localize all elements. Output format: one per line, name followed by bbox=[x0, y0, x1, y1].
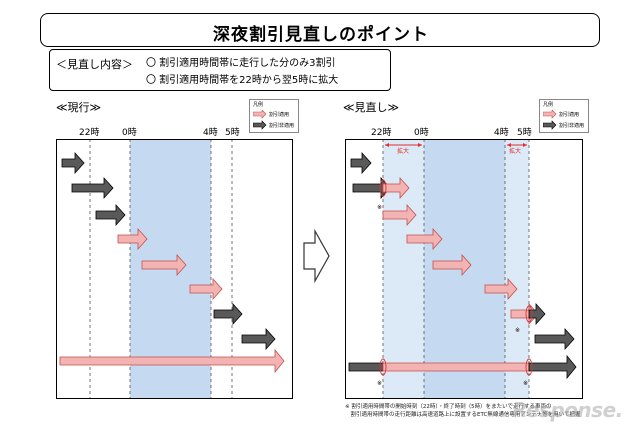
current-diagram bbox=[56, 139, 293, 399]
legend-gray-arrow-icon bbox=[253, 120, 267, 130]
time-label-0: 0時 bbox=[122, 128, 137, 138]
time-label-22: 22時 bbox=[79, 128, 100, 138]
gray-arrow-icon bbox=[528, 302, 546, 326]
expansion-indicator-head bbox=[418, 143, 422, 147]
boundary-marker bbox=[525, 358, 533, 376]
expansion-indicator-head bbox=[523, 143, 527, 147]
legend-item: 割引適用 bbox=[269, 112, 290, 118]
boundary-marker bbox=[525, 305, 533, 323]
asterisk-mark: ※ bbox=[523, 380, 528, 387]
legend-title: 凡例 bbox=[543, 102, 554, 108]
pink-arrow-icon bbox=[189, 277, 223, 301]
pink-arrow-icon bbox=[141, 253, 187, 277]
legend-gray-arrow-icon bbox=[543, 120, 557, 130]
gray-arrow-icon bbox=[241, 327, 276, 351]
pink-arrow-icon bbox=[432, 253, 472, 277]
footnote-line: 割引適用時間帯の走行距離は高速道路上に設置するETC無線通信専用アンテナ等を用い… bbox=[345, 412, 581, 418]
right-arrow-icon bbox=[303, 228, 330, 284]
legend-title: 凡例 bbox=[253, 102, 264, 108]
gray-arrow-icon bbox=[213, 302, 243, 326]
summary-box: ＜見直し内容＞ 〇 割引適用時間帯に走行した分のみ3割引 〇 割引適用時間帯を2… bbox=[49, 49, 391, 91]
expansion-label: 拡大 bbox=[509, 147, 521, 155]
revised-diagram: 拡大 拡大 ※ ※ ※ ※ bbox=[345, 139, 583, 399]
gray-arrow-icon bbox=[61, 151, 85, 175]
legend-item: 割引非適用 bbox=[269, 123, 295, 129]
boundary-marker bbox=[379, 358, 387, 376]
pink-bar bbox=[382, 362, 530, 372]
legend-item: 割引非適用 bbox=[559, 123, 585, 129]
pink-arrow-icon bbox=[382, 203, 417, 227]
pink-arrow-icon bbox=[406, 227, 443, 251]
pink-arrow-icon bbox=[59, 348, 285, 374]
gray-bar bbox=[348, 362, 384, 372]
summary-item: 〇 割引適用時間帯を22時から翌5時に拡大 bbox=[146, 75, 339, 86]
legend-item: 割引適用 bbox=[559, 112, 580, 118]
gray-arrow-icon bbox=[534, 327, 575, 351]
time-label-5: 5時 bbox=[225, 128, 240, 138]
legend-box: 凡例 割引適用 割引非適用 bbox=[539, 99, 589, 133]
expansion-indicator-head bbox=[385, 143, 389, 147]
legend-pink-arrow-icon bbox=[253, 110, 267, 119]
watermark-logo: Response. bbox=[512, 398, 623, 422]
gray-arrow-icon bbox=[71, 176, 114, 200]
legend-swatches bbox=[543, 110, 557, 130]
gray-arrow-icon bbox=[528, 354, 577, 380]
asterisk-mark: ※ bbox=[515, 327, 520, 334]
time-label-5: 5時 bbox=[517, 128, 532, 138]
footnote-line: ※ 割引適用時間帯の開始時刻（22時）・終了時刻（5時）をまたいで走行する車両の bbox=[345, 404, 552, 410]
legend-pink-arrow-icon bbox=[543, 110, 557, 119]
revised-label: ≪見直し≫ bbox=[343, 101, 400, 114]
summary-label: ＜見直し内容＞ bbox=[56, 58, 133, 71]
gray-arrow-icon bbox=[95, 203, 126, 227]
pink-arrow-icon bbox=[484, 277, 518, 301]
pink-arrow-icon bbox=[117, 227, 148, 251]
expansion-label: 拡大 bbox=[397, 147, 409, 155]
current-label: ≪現行≫ bbox=[56, 101, 102, 114]
legend-swatches bbox=[253, 110, 267, 130]
summary-item: 〇 割引適用時間帯に走行した分のみ3割引 bbox=[146, 58, 336, 69]
diagram-frame bbox=[345, 139, 583, 399]
page-title: 深夜割引見直しのポイント bbox=[213, 25, 429, 45]
title-box: 深夜割引見直しのポイント bbox=[40, 13, 600, 47]
gray-arrow-icon bbox=[350, 151, 372, 175]
time-label-4: 4時 bbox=[494, 128, 509, 138]
diagram-frame bbox=[56, 139, 293, 399]
time-label-0: 0時 bbox=[414, 128, 429, 138]
time-label-4: 4時 bbox=[203, 128, 218, 138]
boundary-marker bbox=[379, 179, 387, 197]
asterisk-mark: ※ bbox=[377, 204, 382, 211]
time-label-22: 22時 bbox=[371, 128, 392, 138]
legend-box: 凡例 割引適用 割引非適用 bbox=[249, 99, 299, 133]
expansion-indicator-head bbox=[507, 143, 511, 147]
asterisk-mark: ※ bbox=[377, 380, 382, 387]
